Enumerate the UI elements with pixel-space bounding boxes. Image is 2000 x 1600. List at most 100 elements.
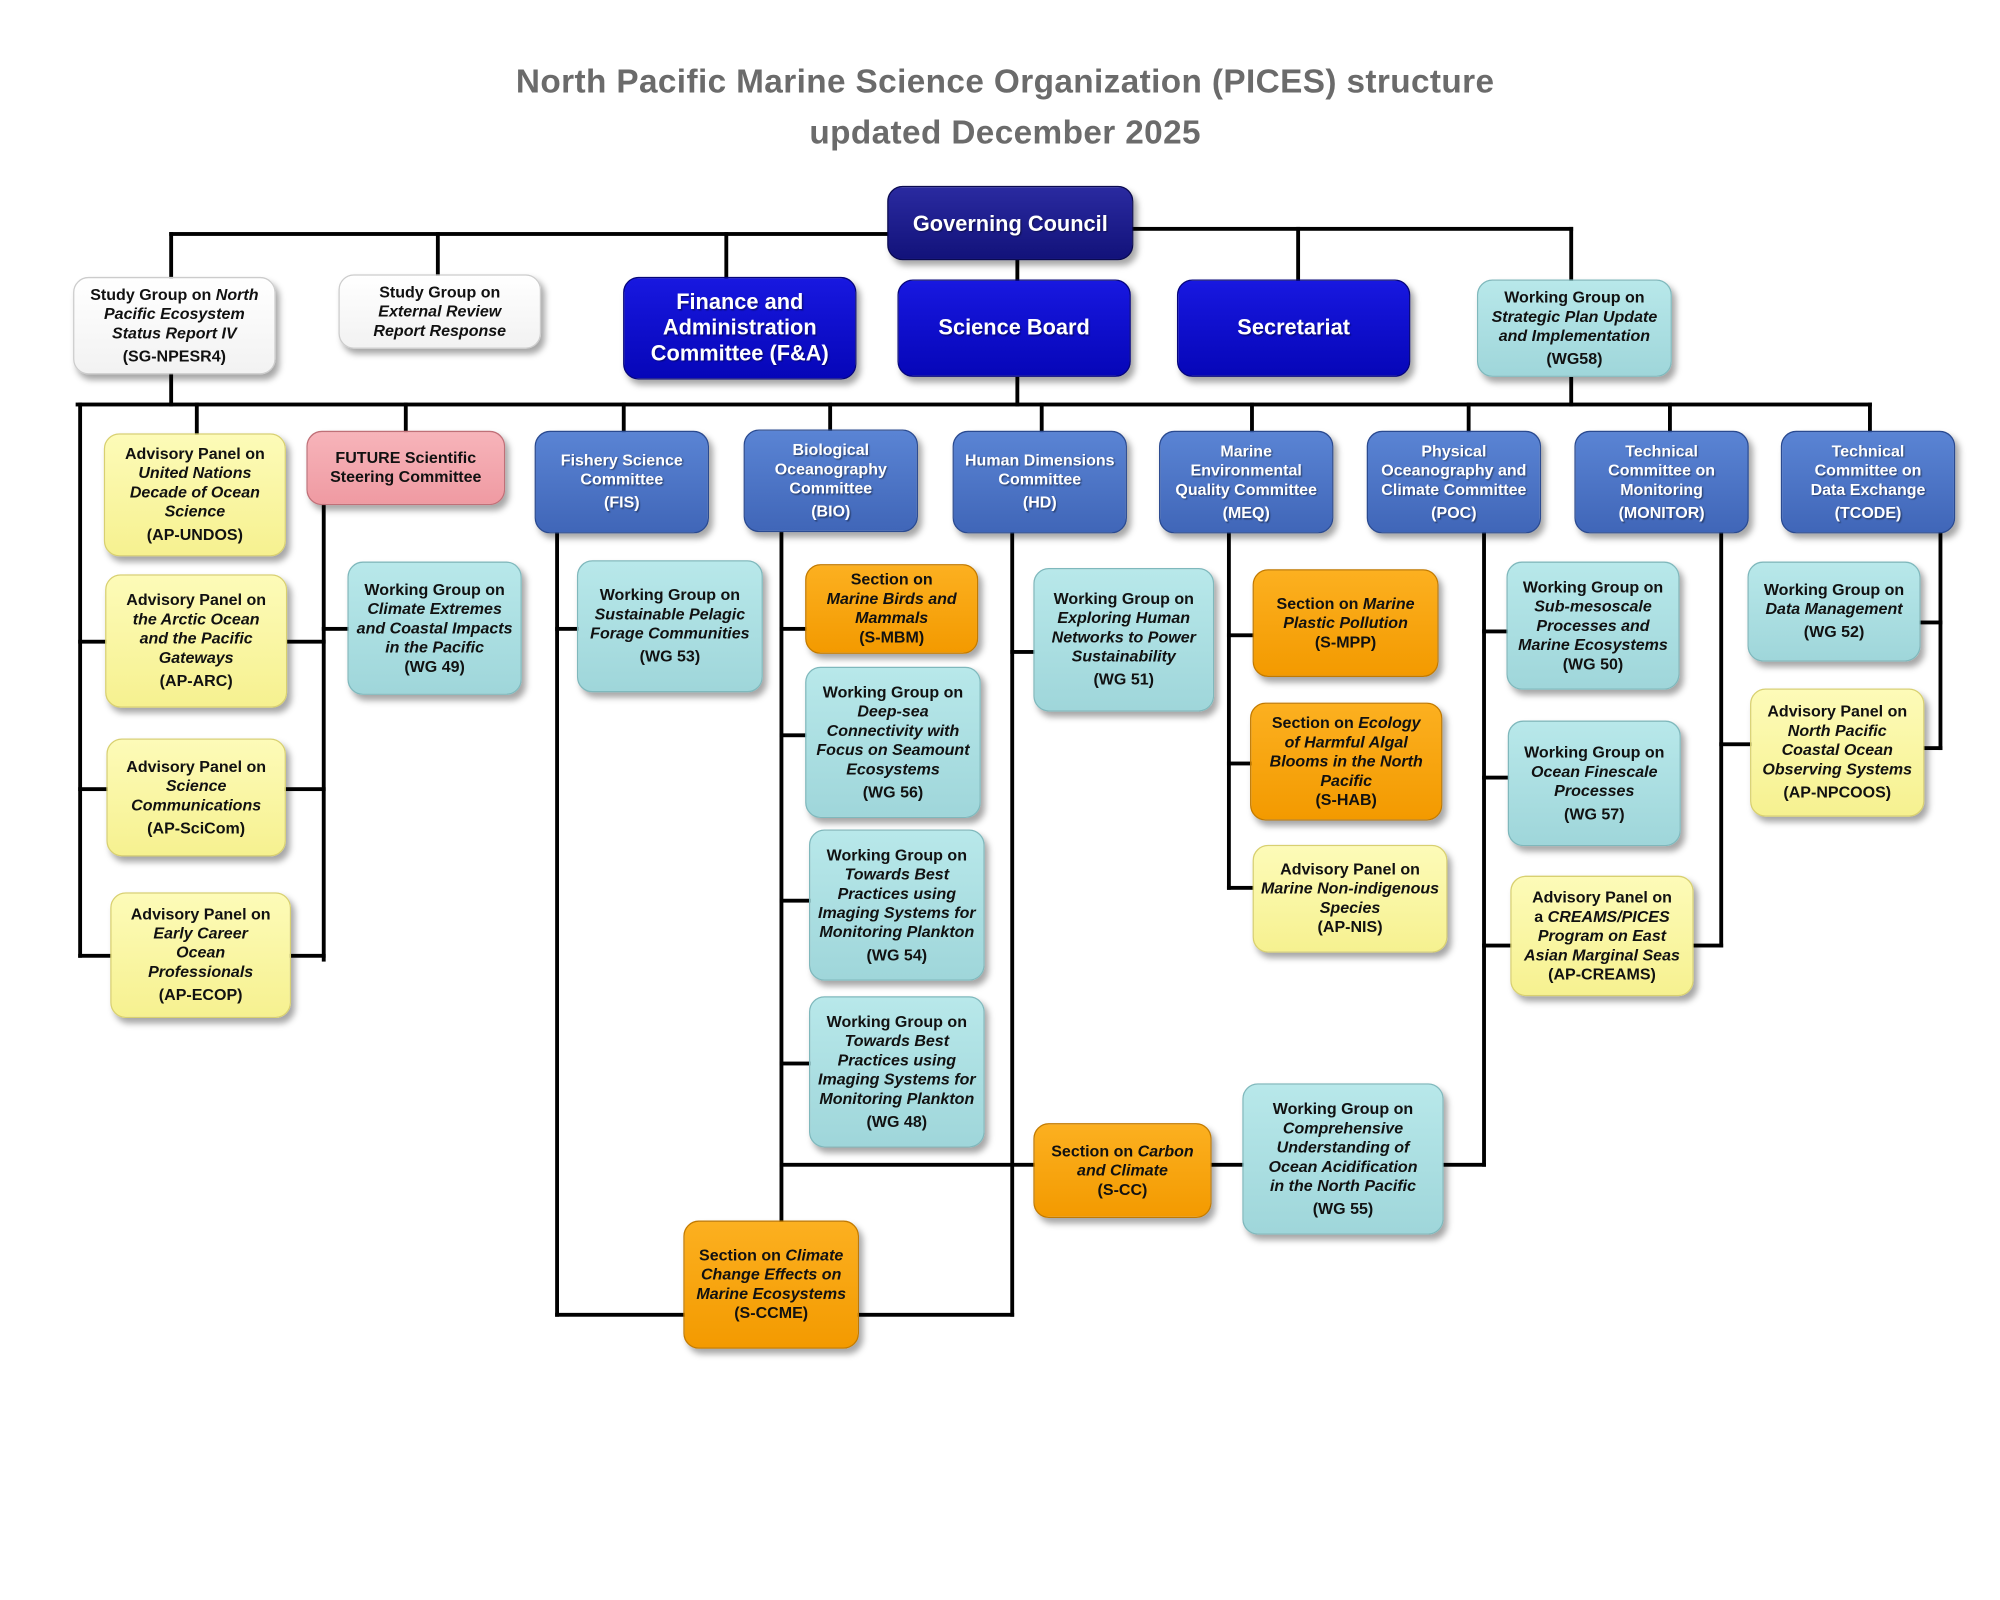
italic-text: Communications <box>131 795 262 814</box>
box-text-line: Report Response <box>373 321 506 340</box>
box-text-line: (WG58) <box>1546 349 1602 368</box>
text: Advisory Panel on <box>1280 860 1420 879</box>
italic-text: Marine Ecosystems <box>1518 635 1668 654</box>
connector-line <box>435 231 440 277</box>
box-text-line: Fishery Science <box>561 451 683 470</box>
connector-line <box>1039 401 1043 433</box>
text: (AP-SciCom) <box>147 818 246 837</box>
connector-line <box>321 503 326 961</box>
italic-text: Species <box>1319 898 1381 917</box>
box-text-line: Connectivity with <box>827 721 960 740</box>
text: (POC) <box>1431 503 1477 522</box>
box-text-line: Plastic Pollution <box>1283 613 1408 632</box>
italic-text: External Review <box>378 301 502 320</box>
box-text-line: (S-CC) <box>1098 1180 1148 1199</box>
text: Marine <box>1220 441 1273 460</box>
box-text-line: Section on Marine <box>1277 594 1415 613</box>
box-text-line: Advisory Panel on <box>131 905 271 924</box>
italic-text: in the North Pacific <box>1269 1176 1417 1195</box>
box-text-line: Biological <box>792 440 869 459</box>
box-text-line: Status Report IV <box>112 324 237 343</box>
connector-line <box>168 372 173 406</box>
box-text-line: (WG 52) <box>1804 623 1865 642</box>
text: Advisory Panel on <box>1767 702 1908 721</box>
italic-text: Strategic Plan Update <box>1491 307 1658 326</box>
text: Study Group on <box>379 282 501 301</box>
connector-line <box>621 401 626 433</box>
text: Committee <box>789 478 873 497</box>
box-text-line: Observing Systems <box>1762 760 1912 779</box>
text: Study Group on <box>90 285 216 304</box>
connector-line <box>1937 531 1942 750</box>
connector-line <box>1226 885 1255 890</box>
text: Secretariat <box>1237 315 1350 340</box>
box-text-line: (MONITOR) <box>1619 503 1705 522</box>
italic-text: Pacific <box>1320 771 1373 790</box>
box-text-line: Section on Ecology <box>1272 713 1421 732</box>
box-text-line: Section on Carbon <box>1051 1142 1193 1161</box>
italic-text: and Implementation <box>1498 326 1651 345</box>
italic-text: Climate Extremes <box>367 599 502 618</box>
italic-text: Decade of Ocean <box>129 483 260 502</box>
box-text-line: (WG 56) <box>863 783 924 802</box>
text: (AP-NIS) <box>1317 917 1383 936</box>
connector-line <box>778 1162 1036 1167</box>
text: (WG 48) <box>866 1112 928 1131</box>
text: Oceanography and <box>1381 460 1527 479</box>
connector-line <box>554 1312 686 1317</box>
italic-text: and the Pacific <box>139 629 253 648</box>
italic-text: Status Report IV <box>112 323 237 342</box>
connector-line <box>1209 1162 1245 1167</box>
text: (WG 56) <box>862 782 924 801</box>
box-text-line: (AP-ECOP) <box>159 986 243 1005</box>
italic-text: Imaging Systems for <box>817 903 976 922</box>
box-text-line: Advisory Panel on <box>126 591 266 610</box>
italic-text: Networks to Power <box>1051 628 1196 647</box>
italic-text: Exploring Human <box>1057 608 1191 627</box>
box-text-line: Working Group on <box>600 586 740 605</box>
box-text-line: (S-MBM) <box>859 628 924 647</box>
box-text-line: and Coastal Impacts <box>357 619 513 638</box>
box-text-line: Species <box>1320 899 1381 918</box>
box-text-line: Physical <box>1421 442 1486 461</box>
box-text-line: Working Group on <box>1273 1099 1413 1118</box>
box-text-line: Section on Climate <box>699 1246 843 1265</box>
box-text-line: Exploring Human <box>1057 609 1190 628</box>
box-text-line: (WG 55) <box>1313 1199 1374 1218</box>
italic-text: and Coastal Impacts <box>356 618 513 637</box>
box-text-line: Blooms in the North <box>1270 752 1423 771</box>
box-text-line: Committee <box>580 471 663 490</box>
box-text-line: Science Board <box>938 315 1089 341</box>
box-text-line: (AP-ARC) <box>160 672 233 691</box>
box-text-line: (SG-NPESR4) <box>123 347 226 366</box>
italic-text: Marine Birds and <box>826 589 957 608</box>
box-text-line: Program on East <box>1538 926 1666 945</box>
connector-line <box>857 1312 1014 1317</box>
box-text-line: Practices using <box>838 884 956 903</box>
text: Committee on <box>1814 460 1922 479</box>
connector-line <box>778 531 783 1223</box>
connector-line <box>289 953 326 958</box>
connector-line <box>77 953 113 958</box>
italic-text: Comprehensive <box>1282 1118 1404 1137</box>
box-text-line: (WG 49) <box>404 657 465 676</box>
text: Advisory Panel on <box>130 905 271 924</box>
text: Advisory Panel on <box>126 591 267 609</box>
box-text-line: Monitoring Plankton <box>819 922 974 941</box>
box-text-line: (WG 48) <box>867 1112 928 1131</box>
italic-text: Forage Communities <box>590 624 750 643</box>
text: (WG 51) <box>1093 670 1155 689</box>
connector-line <box>1009 531 1014 1317</box>
box-text-line: Pacific <box>1320 771 1372 790</box>
connector-line <box>1226 632 1255 637</box>
